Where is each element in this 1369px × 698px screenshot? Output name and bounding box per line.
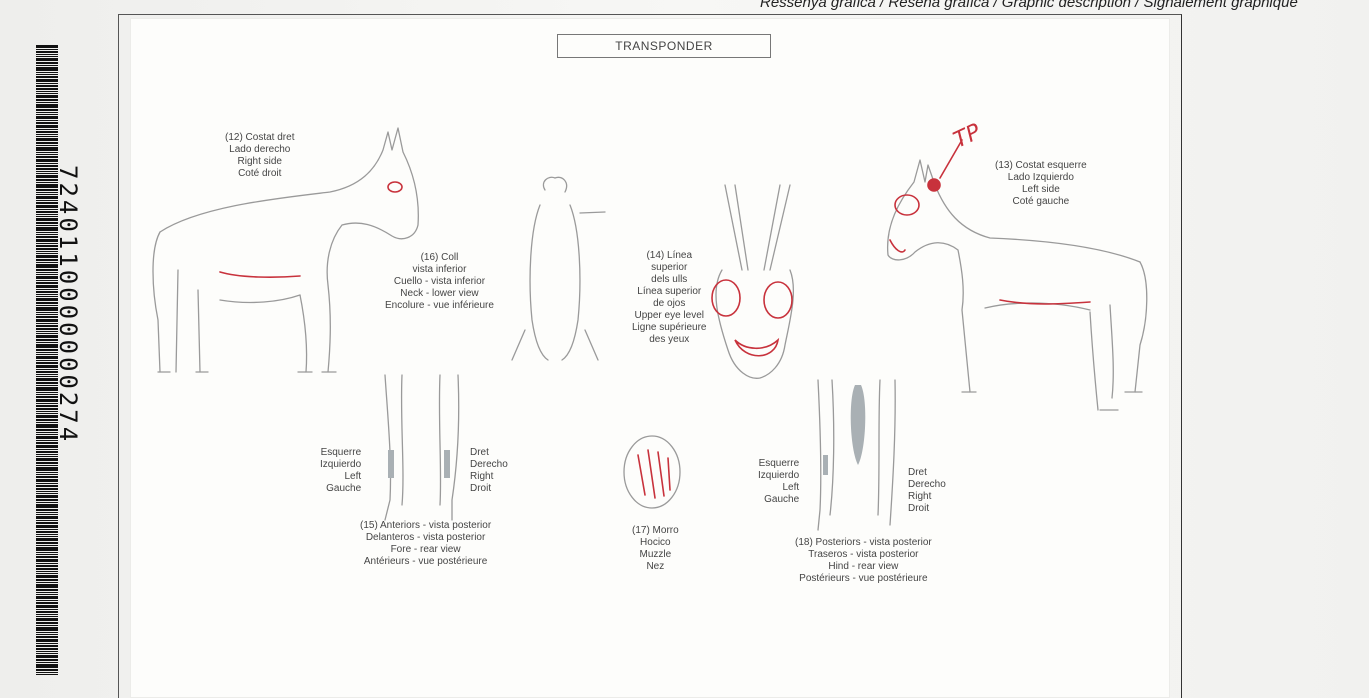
label-muzzle: (17) Morro Hocico Muzzle Nez [632,525,679,573]
marking-eye-right [764,282,792,318]
marking-right-belly [220,272,300,277]
label-hind-right: Dret Derecho Right Droit [908,467,946,515]
label-eye-line: (14) Línea superior dels ulls Línea supe… [632,250,707,346]
label-neck-lower-view: (16) Coll vista inferior Cuello - vista … [385,252,494,312]
marking-nose [735,340,778,356]
label-left-side: (13) Costat esquerre Lado Izquierdo Left… [995,160,1087,208]
label-hind-caption: (18) Posteriors - vista posterior Traser… [795,537,932,585]
label-fore-left: Esquerre Izquierdo Left Gauche [320,447,361,495]
marking-right-eye [388,182,402,192]
marking-fore-right-leg [444,450,450,478]
marking-hind-left-leg [823,455,828,475]
label-fore-caption: (15) Anteriors - vista posterior Delante… [360,520,491,568]
marking-annotation-tp: TP [950,119,985,153]
marking-hind-tail [851,385,866,465]
marking-left-nose [890,240,905,252]
label-right-side: (12) Costat dret Lado derecho Right side… [225,132,294,180]
marking-fore-left-leg [388,450,394,478]
marking-transponder-point [928,179,940,191]
neck-lower-view-drawing [512,177,605,360]
head-front-view-drawing [716,185,793,378]
label-hind-left: Esquerre Izquierdo Left Gauche [758,458,799,506]
fore-legs-drawing [385,375,459,520]
label-fore-right: Dret Derecho Right Droit [470,447,508,495]
marking-muzzle [638,450,670,498]
